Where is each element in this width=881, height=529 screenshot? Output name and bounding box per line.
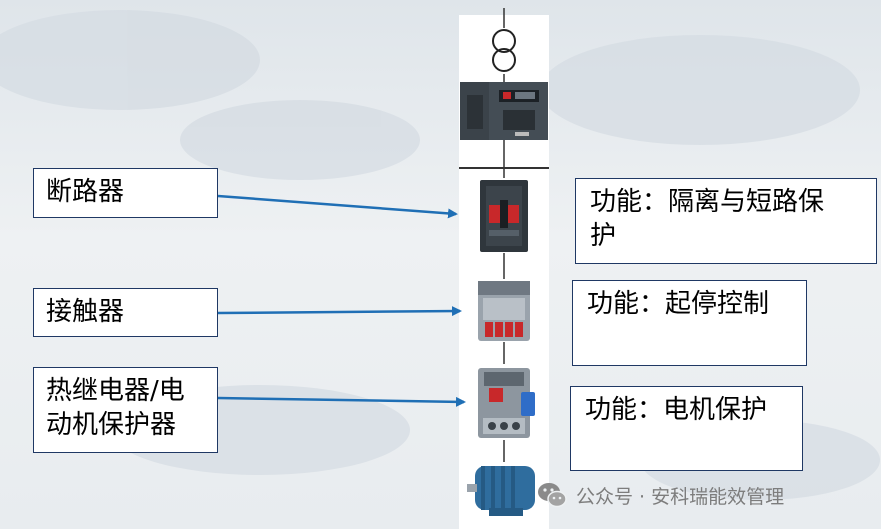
transformer-icon	[492, 29, 516, 72]
function-breaker-line2: 护	[590, 221, 617, 251]
function-relay-text: 功能：电机保护	[585, 395, 768, 425]
watermark: 公众号 · 安科瑞能效管理	[536, 478, 784, 512]
watermark-text: 公众号 · 安科瑞能效管理	[576, 485, 785, 508]
label-contactor: 接触器	[33, 288, 218, 337]
arrow-breaker	[217, 194, 458, 219]
thermal-relay-icon	[478, 368, 535, 438]
label-relay-line1: 热继电器/电	[46, 376, 185, 406]
label-contactor-text: 接触器	[46, 297, 125, 327]
motor-icon	[467, 466, 535, 516]
single-line-diagram	[459, 8, 549, 516]
molded-case-breaker-icon	[480, 180, 528, 252]
function-relay: 功能：电机保护	[570, 386, 803, 471]
label-relay: 热继电器/电 动机保护器	[33, 367, 218, 453]
arrow-contactor	[217, 306, 462, 317]
function-contactor: 功能：起停控制	[572, 280, 807, 366]
label-breaker-text: 断路器	[46, 177, 125, 207]
function-contactor-text: 功能：起停控制	[587, 289, 770, 319]
contactor-icon	[478, 281, 530, 341]
wechat-icon	[538, 483, 567, 508]
function-breaker-line1: 功能：隔离与短路保	[590, 187, 825, 217]
air-circuit-breaker-icon	[460, 82, 548, 140]
label-breaker: 断路器	[33, 168, 218, 218]
arrow-relay	[217, 396, 466, 407]
function-breaker: 功能：隔离与短路保 护	[575, 178, 877, 264]
label-relay-line2: 动机保护器	[46, 410, 177, 440]
